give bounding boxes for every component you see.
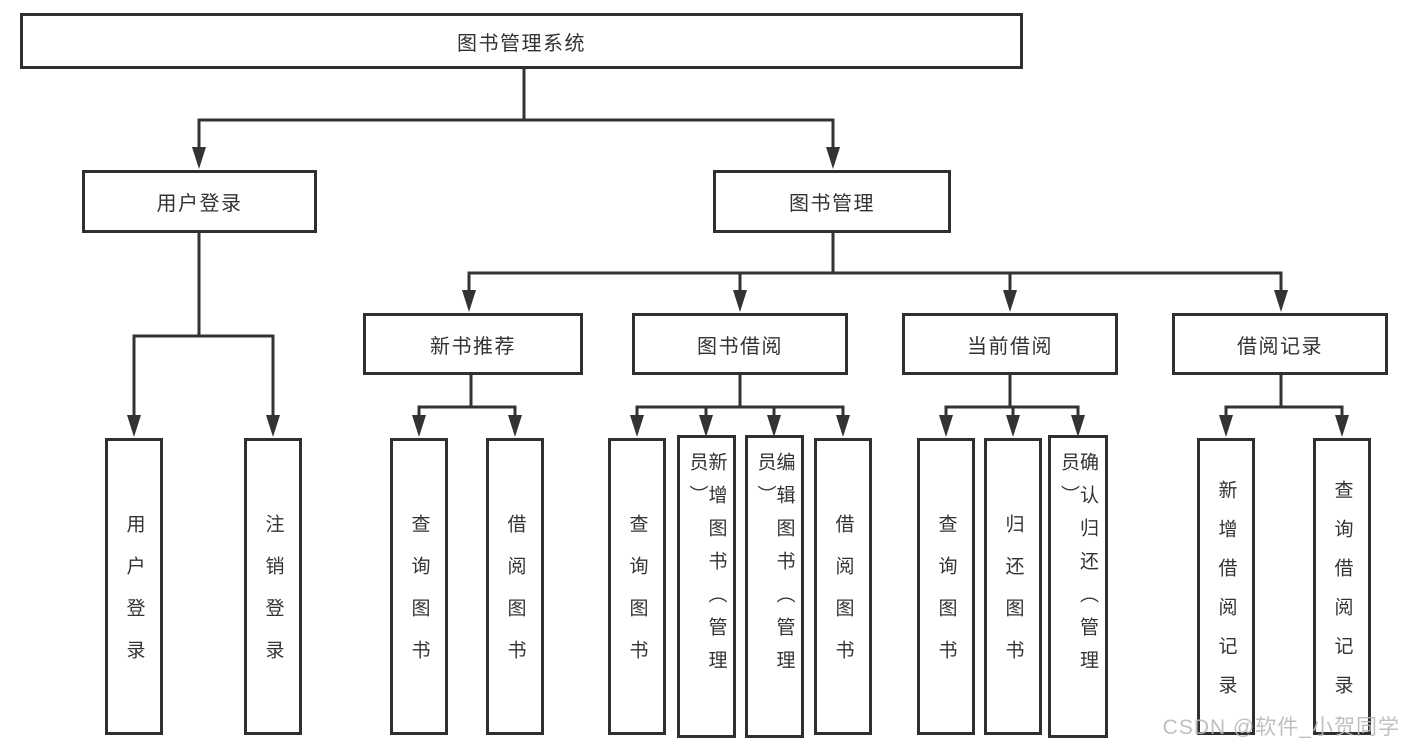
- node-book-borrow-label: 图书借阅: [697, 335, 783, 358]
- node-leaf-nb-borrow-book-label: 借阅图书: [504, 514, 526, 682]
- node-new-book: 新书推荐: [363, 313, 583, 375]
- node-leaf-br-add-record-label: 新增借阅记录: [1215, 479, 1237, 714]
- node-leaf-cb-query-book-label: 查询图书: [935, 514, 957, 682]
- node-book-manage-group-label: 图书管理: [789, 193, 875, 215]
- node-leaf-br-add-record: 新增借阅记录: [1197, 438, 1255, 735]
- node-leaf-cb-return-book: 归还图书: [984, 438, 1042, 735]
- node-leaf-cb-return-book-label: 归还图书: [1002, 514, 1024, 682]
- node-leaf-bb-query-book: 查询图书: [608, 438, 666, 735]
- node-leaf-bb-borrow-book-label: 借阅图书: [832, 514, 854, 682]
- node-leaf-bb-query-book-label: 查询图书: [626, 514, 648, 682]
- node-leaf-br-query-record-label: 查询借阅记录: [1331, 479, 1353, 714]
- node-borrow-record-label: 借阅记录: [1237, 335, 1323, 358]
- node-leaf-user-login-label: 用户登录: [123, 514, 145, 682]
- csdn-watermark: CSDN @软件_小贺同学: [1162, 716, 1400, 739]
- node-new-book-label: 新书推荐: [430, 335, 516, 358]
- node-book-borrow: 图书借阅: [632, 313, 848, 375]
- node-borrow-record: 借阅记录: [1172, 313, 1388, 375]
- node-leaf-bb-add-book: 新增图书（管理员）: [677, 435, 736, 738]
- node-leaf-bb-add-book-label: 新增图书（管理员）: [686, 452, 727, 683]
- node-leaf-bb-edit-book: 编辑图书（管理员）: [745, 435, 804, 738]
- node-leaf-user-login: 用户登录: [105, 438, 163, 735]
- node-leaf-bb-edit-book-label: 编辑图书（管理员）: [754, 452, 795, 683]
- node-current-borrow: 当前借阅: [902, 313, 1118, 375]
- node-leaf-cb-query-book: 查询图书: [917, 438, 975, 735]
- node-leaf-cb-confirm-return: 确认归还（管理员）: [1048, 435, 1108, 738]
- node-root-label: 图书管理系统: [457, 32, 586, 55]
- node-leaf-nb-borrow-book: 借阅图书: [486, 438, 544, 735]
- node-leaf-nb-query-book: 查询图书: [390, 438, 448, 735]
- node-user-login-group: 用户登录: [82, 170, 317, 233]
- node-root: 图书管理系统: [20, 13, 1023, 69]
- node-leaf-nb-query-book-label: 查询图书: [408, 514, 430, 682]
- node-leaf-logout-label: 注销登录: [262, 514, 284, 682]
- node-leaf-cb-confirm-return-label: 确认归还（管理员）: [1058, 452, 1098, 683]
- node-leaf-br-query-record: 查询借阅记录: [1313, 438, 1371, 735]
- node-leaf-bb-borrow-book: 借阅图书: [814, 438, 872, 735]
- node-user-login-group-label: 用户登录: [156, 193, 243, 215]
- node-book-manage-group: 图书管理: [713, 170, 951, 233]
- node-current-borrow-label: 当前借阅: [967, 335, 1053, 358]
- node-leaf-logout: 注销登录: [244, 438, 302, 735]
